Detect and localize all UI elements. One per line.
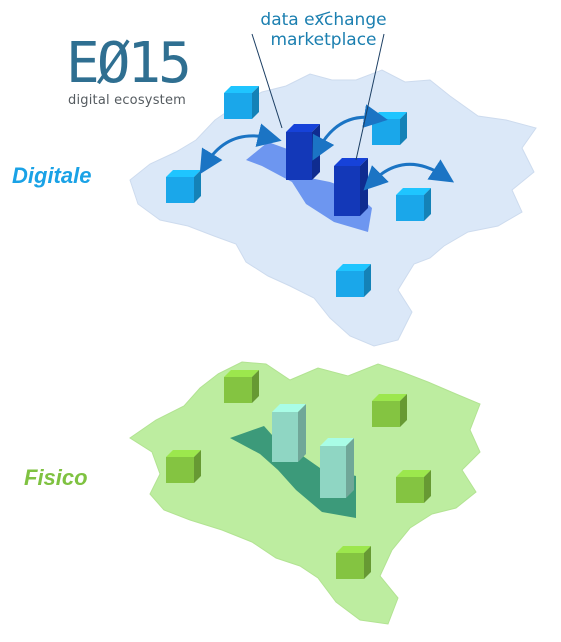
digital-cube-2 [166, 170, 201, 203]
physical-cubes-group [166, 370, 431, 579]
logo-subtitle: digital ecosystem [68, 93, 187, 108]
digital-layer-label: Digitale [12, 163, 92, 188]
physical-layer-label: Fisico [24, 465, 88, 490]
marketplace-label: data exchange marketplace [260, 10, 387, 50]
exchange-arrow-left [199, 123, 282, 175]
physical-cube-5 [336, 546, 371, 579]
physical-block-2 [320, 438, 354, 498]
marketplace-label-slash [316, 11, 331, 17]
exchange-arrow-top [312, 104, 388, 161]
physical-cube-1 [224, 370, 259, 403]
logo-wordmark: EØ15 [66, 31, 192, 96]
marketplace-callout-line-left [251, 33, 283, 129]
digital-cube-4 [396, 188, 431, 221]
marketplace-callout-line-right [355, 33, 385, 161]
physical-block-1 [272, 404, 306, 462]
digital-cube-3 [372, 112, 407, 145]
physical-cube-2 [372, 394, 407, 427]
digital-cube-5 [336, 264, 371, 297]
exchange-arrow-right [363, 159, 455, 191]
marketplace-block-1 [286, 124, 320, 180]
digital-cube-1 [224, 86, 259, 119]
physical-cube-4 [396, 470, 431, 503]
physical-cube-3 [166, 450, 201, 483]
marketplace-block-2 [334, 158, 368, 216]
physical-blocks-group [272, 404, 354, 498]
